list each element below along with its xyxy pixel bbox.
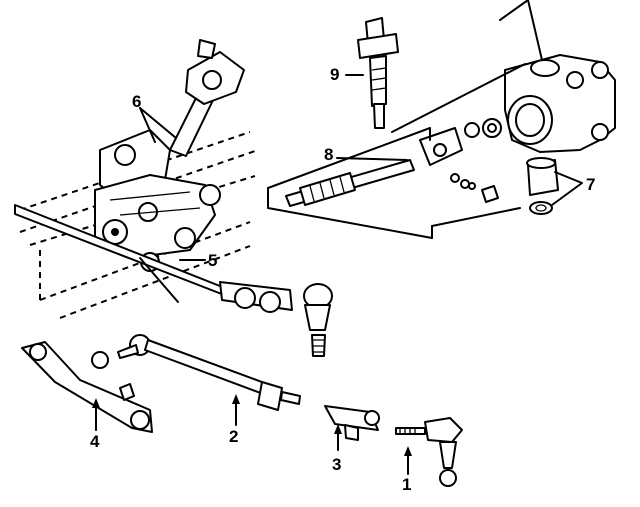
tie-rod [117,334,301,411]
leader-lines [92,74,583,475]
callout-6: 6 [132,92,141,111]
part-8-bracket-outline [267,127,521,239]
callout-3: 3 [332,455,341,474]
rack-piston-assembly [285,118,502,207]
callout-7: 7 [586,175,595,194]
callout-8: 8 [324,145,333,164]
sector-shaft-sleeve [526,157,559,215]
adjusting-sleeve [324,405,380,441]
pitman-arm [21,341,153,433]
gear-housing [391,0,616,153]
callout-1: 1 [402,475,411,494]
valve-shaft [357,17,399,129]
steering-gear-box [94,174,221,272]
callout-9: 9 [330,65,339,84]
steering-coupler-assembly [99,39,245,201]
callout-2: 2 [229,427,238,446]
callout-4: 4 [90,432,100,451]
leader-7 [551,171,583,206]
callout-5: 5 [208,251,217,270]
leader-6 [139,107,177,143]
outer-tie-rod-end [395,417,463,487]
tie-rod-end-upper [219,281,333,357]
leader-8 [336,157,408,161]
callout-labels: 1 2 3 4 5 6 7 8 9 [90,65,595,494]
